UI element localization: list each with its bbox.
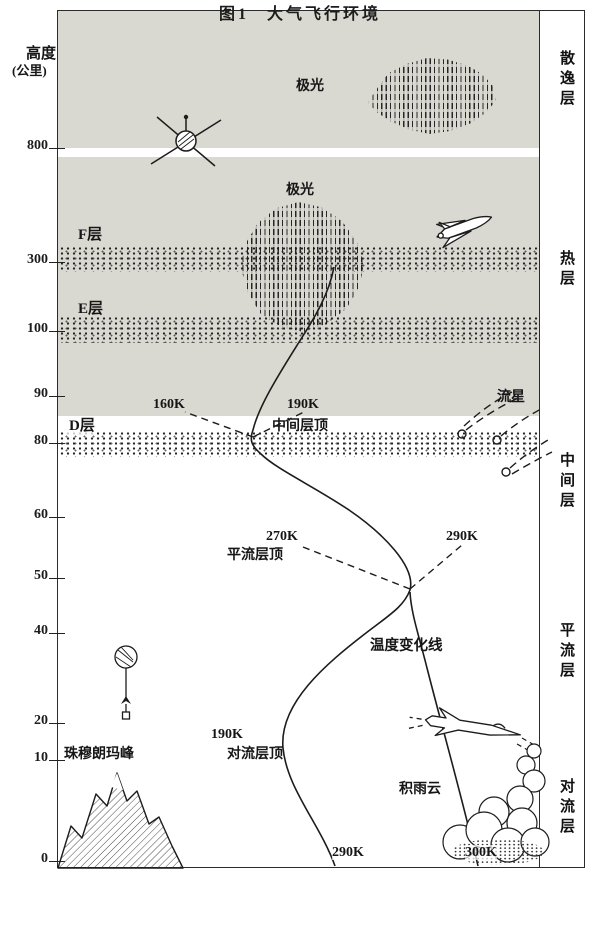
temp-stratopause-left-label: 270K xyxy=(266,529,298,544)
axis-tick-label: 50 xyxy=(34,568,48,583)
layer-label-stratosphere: 平流层 xyxy=(558,622,574,682)
axis-tick-label: 0 xyxy=(41,851,48,866)
temp-surface-right-label: 300K xyxy=(465,845,497,861)
layer-label-troposphere: 对流层 xyxy=(558,778,574,838)
axis-tick xyxy=(49,578,65,579)
tropopause-label: 对流层顶 xyxy=(227,747,283,762)
axis-tick-label: 60 xyxy=(34,507,48,522)
mesopause-label: 中间层顶 xyxy=(272,419,328,434)
axis-title-line1: 高度 xyxy=(26,46,57,62)
axis-tick-label: 20 xyxy=(34,713,48,728)
axis-tick xyxy=(49,443,65,444)
axis-tick xyxy=(49,396,65,397)
axis-tick xyxy=(49,861,65,862)
axis-tick-label: 80 xyxy=(34,433,48,448)
temp-surface-left-label: 290K xyxy=(332,845,364,861)
stratopause-label: 平流层顶 xyxy=(227,548,283,563)
cumulonimbus-label: 积雨云 xyxy=(399,782,441,797)
axis-tick-label: 90 xyxy=(34,386,48,401)
figure-number: 图1 xyxy=(218,6,249,23)
axis-tick xyxy=(49,760,65,761)
aurora-mid-label: 极光 xyxy=(286,183,314,198)
figure-caption: 图1 大气飞行环境 xyxy=(0,0,600,24)
axis-tick xyxy=(49,148,65,149)
axis-tick xyxy=(49,517,65,518)
layer-label-mesosphere: 中间层 xyxy=(558,452,574,512)
axis-tick-label: 800 xyxy=(27,138,48,153)
layer-label-thermosphere: 热层 xyxy=(558,250,574,290)
everest-label: 珠穆朗玛峰 xyxy=(64,747,134,762)
axis-tick-label: 10 xyxy=(34,750,48,765)
axis-tick xyxy=(49,331,65,332)
axis-tick xyxy=(49,262,65,263)
temp-tropopause-label: 190K xyxy=(211,727,243,742)
d-layer-label: D层 xyxy=(67,418,97,435)
axis-tick-label: 300 xyxy=(27,252,48,267)
figure-title: 大气飞行环境 xyxy=(267,6,382,23)
aurora-top-label: 极光 xyxy=(296,79,324,94)
meteor-label: 流星 xyxy=(497,390,525,405)
axis-tick-label: 40 xyxy=(34,623,48,638)
temp-stratopause-right-label: 290K xyxy=(446,529,478,544)
axis-title-line2: (公里) xyxy=(12,63,47,78)
axis-tick-label: 100 xyxy=(27,321,48,336)
temp-mesopause-left-label: 160K xyxy=(153,397,185,412)
right-column-divider xyxy=(539,10,540,868)
temp-mesopause-right-label: 190K xyxy=(287,397,319,412)
f-layer-label: F层 xyxy=(78,227,103,243)
axis-tick xyxy=(49,723,65,724)
temperature-line-label: 温度变化线 xyxy=(370,638,443,654)
layer-label-exosphere: 散逸层 xyxy=(558,50,574,110)
e-layer-label: E层 xyxy=(78,301,104,317)
diagram-frame xyxy=(57,10,585,868)
axis-tick xyxy=(49,633,65,634)
